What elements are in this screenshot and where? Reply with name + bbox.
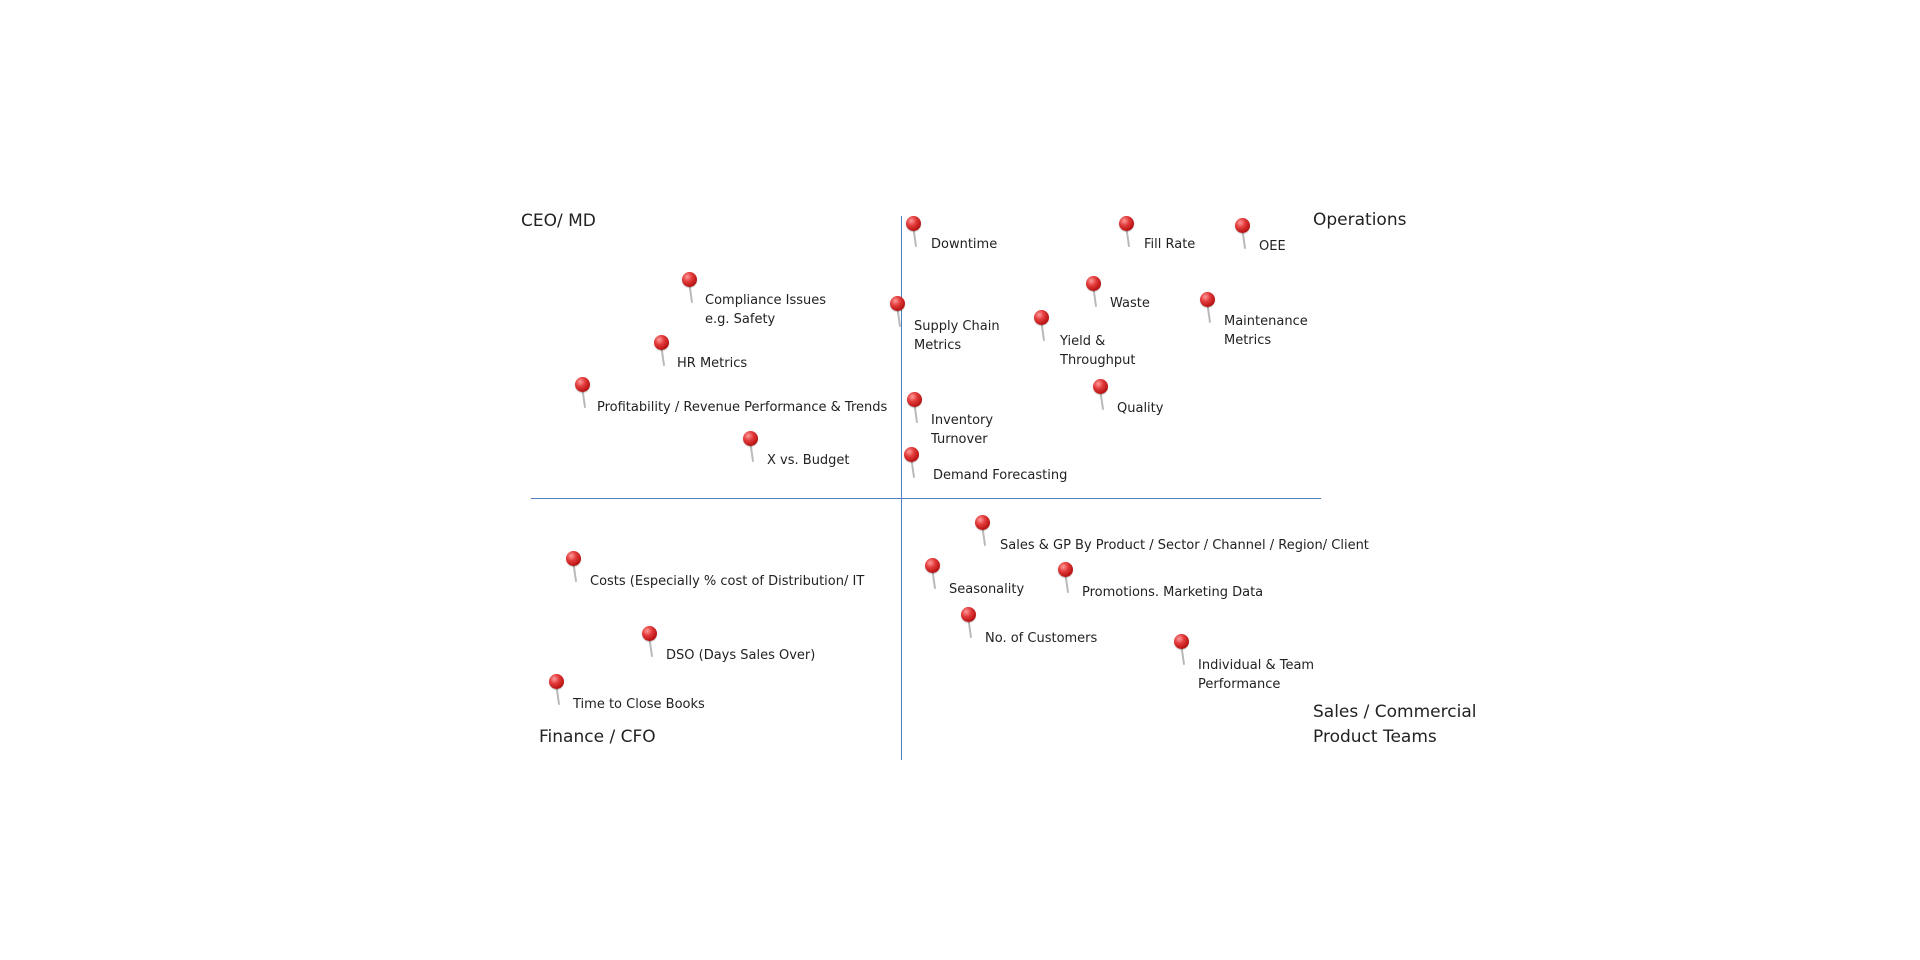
pin-label-demand: Demand Forecasting: [933, 468, 1068, 483]
pin-icon: [975, 515, 1015, 555]
pin-icon: [961, 607, 1001, 647]
pin-icon: [1058, 562, 1098, 602]
pin-icon: [890, 296, 930, 336]
pin-label-individual: Individual & Team Performance: [1198, 658, 1315, 692]
pin-icon: [1086, 276, 1126, 316]
horizontal-axis-line: [531, 498, 1321, 499]
vertical-axis-line: [901, 216, 902, 760]
pin-label-sales-gp: Sales & GP By Product / Sector / Channel…: [1000, 538, 1369, 553]
pin-label-maintenance: Maintenance Metrics: [1224, 314, 1308, 348]
pin-icon: [1235, 218, 1275, 258]
pin-icon: [907, 392, 947, 432]
pin-icon: [575, 377, 615, 417]
pin-icon: [743, 431, 783, 471]
pin-label-waste: Waste: [1110, 296, 1150, 311]
pin-label-compliance: Compliance Issues e.g. Safety: [705, 293, 827, 327]
pin-icon: [682, 272, 722, 312]
pin-icon: [1200, 292, 1240, 332]
pin-label-downtime: Downtime: [931, 237, 998, 252]
pin-label-profitability: Profitability / Revenue Performance & Tr…: [597, 400, 888, 415]
pin-label-yield: Yield & Throughput: [1060, 334, 1136, 368]
pin-label-promotions: Promotions. Marketing Data: [1082, 585, 1264, 600]
pin-icon: [904, 447, 944, 487]
pin-icon: [1174, 634, 1214, 674]
pin-icon: [642, 626, 682, 666]
pin-label-costs: Costs (Especially % cost of Distribution…: [590, 574, 865, 589]
quadrant-label-bottom-right: Sales / Commercial Product Teams: [1313, 702, 1477, 747]
pin-icon: [1119, 216, 1159, 256]
pin-label-dso: DSO (Days Sales Over): [666, 648, 816, 663]
pin-icon: [549, 674, 589, 714]
pin-label-oee: OEE: [1259, 239, 1286, 254]
pin-label-inventory: Inventory Turnover: [931, 413, 994, 447]
pin-label-budget: X vs. Budget: [767, 453, 850, 468]
pin-label-quality: Quality: [1117, 401, 1164, 416]
pin-icon: [925, 558, 965, 598]
pin-label-fill-rate: Fill Rate: [1144, 237, 1196, 252]
quadrant-label-top-right: Operations: [1313, 210, 1407, 230]
pin-icon: [1034, 310, 1074, 350]
pin-label-close-books: Time to Close Books: [573, 697, 705, 712]
pin-icon: [654, 335, 694, 375]
pin-label-supply-chain: Supply Chain Metrics: [914, 319, 1000, 353]
pin-label-hr: HR Metrics: [677, 356, 748, 371]
pin-icon: [906, 216, 946, 256]
quadrant-label-bottom-left: Finance / CFO: [539, 727, 656, 747]
quadrant-label-top-left: CEO/ MD: [521, 211, 596, 231]
pin-icon: [1093, 379, 1133, 419]
pin-label-customers: No. of Customers: [985, 631, 1098, 646]
pin-label-seasonality: Seasonality: [949, 582, 1025, 597]
pin-icon: [566, 551, 606, 591]
